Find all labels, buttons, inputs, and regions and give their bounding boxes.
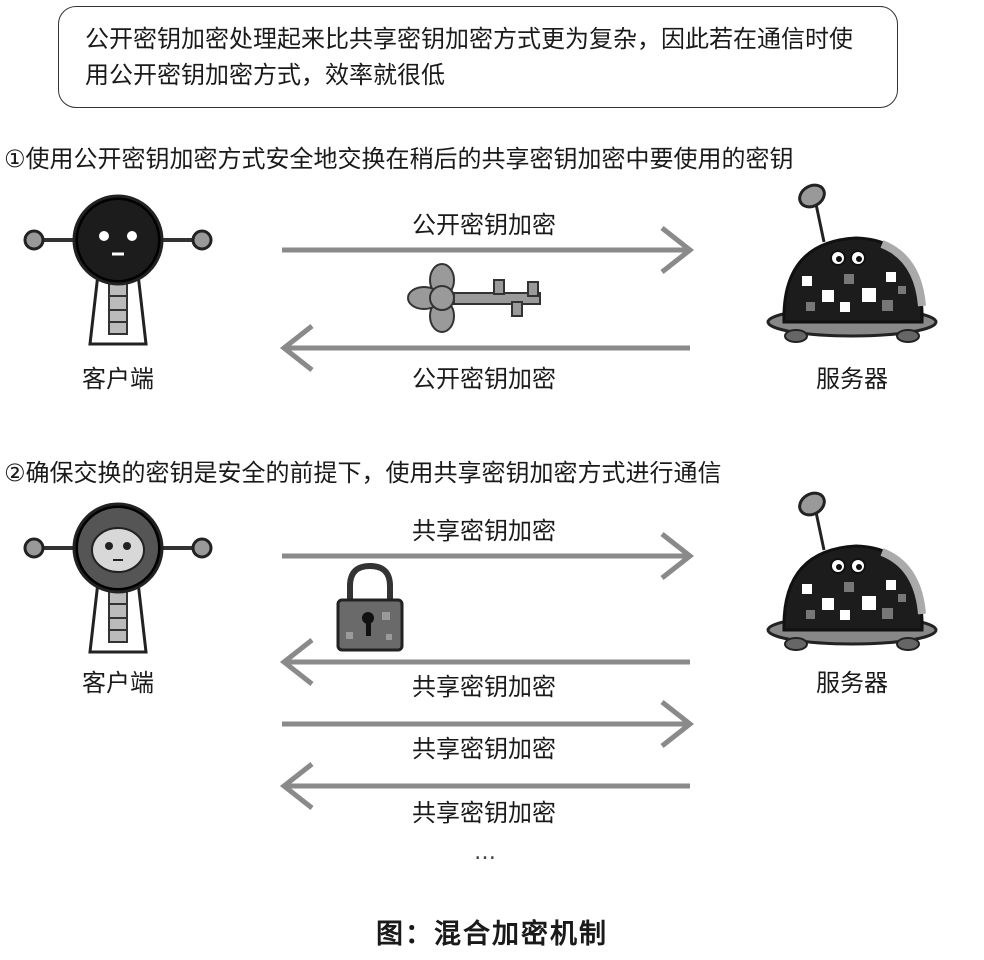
arrow-client-to-server [282,700,695,748]
client-robot-icon [23,502,213,654]
arrow-server-to-client [279,638,690,686]
server-label: 服务器 [816,669,888,697]
arrow-label: 共享密钥加密 [412,735,556,763]
client-label: 客户端 [82,365,154,393]
arrow-label: 共享密钥加密 [412,673,556,701]
server-label: 服务器 [816,365,888,393]
step2-title: ②确保交换的密钥是安全的前提下，使用共享密钥加密方式进行通信 [4,459,722,487]
arrow-label: 公开密钥加密 [412,365,556,393]
ellipsis: … [474,840,496,865]
arrow-label: 共享密钥加密 [412,799,556,827]
arrow-label: 公开密钥加密 [412,211,556,239]
arrow-client-to-server [282,532,695,580]
arrow-server-to-client [279,324,690,372]
step1-title: ①使用公开密钥加密方式安全地交换在稍后的共享密钥加密中要使用的密钥 [4,145,794,173]
client-label: 客户端 [82,669,154,697]
server-robot-icon [768,489,936,650]
note-text: 公开密钥加密处理起来比共享密钥加密方式更为复杂，因此若在通信时使用公开密钥加密方… [85,25,853,89]
arrow-server-to-client [279,762,690,810]
client-robot-icon [23,194,213,346]
server-robot-icon [768,181,936,342]
figure-caption: 图：混合加密机制 [376,919,608,950]
note-box: 公开密钥加密处理起来比共享密钥加密方式更为复杂，因此若在通信时使用公开密钥加密方… [58,6,898,108]
key-icon [407,263,541,333]
arrow-label: 共享密钥加密 [412,517,556,545]
arrow-client-to-server [282,226,695,274]
padlock-icon [336,562,404,652]
